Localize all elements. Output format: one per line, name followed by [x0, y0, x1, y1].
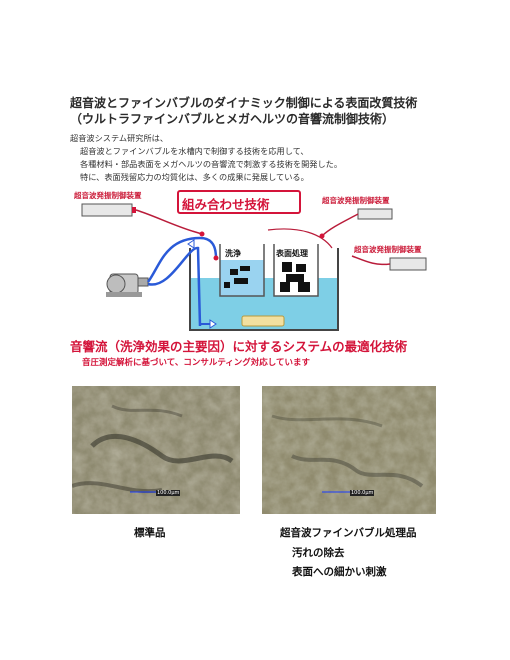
- system-diagram-svg: [81, 190, 427, 331]
- controller-left-label: 超音波発振制御装置: [74, 191, 142, 200]
- intro-line-2: 超音波とファインバブルを水槽内で制御する技術を応用して、: [80, 146, 309, 156]
- transducer-plate: [241, 315, 285, 327]
- main-tank: [189, 248, 339, 331]
- caption-treated-line-1: 汚れの除去: [292, 547, 345, 559]
- wash-tank: [219, 244, 265, 297]
- caption-treated-line-2: 表面への細かい刺激: [292, 566, 387, 578]
- diagram-subline: 音圧測定解析に基づいて、コンサルティング対応しています: [82, 358, 311, 368]
- system-diagram: 超音波発振制御装置 超音波発振制御装置 超音波発振制御装置 組み合わせ技術 洗浄…: [60, 186, 450, 378]
- hose-upper: [146, 236, 218, 283]
- scale-label-right: 100.0μm: [350, 490, 375, 496]
- intro-line-1: 超音波システム研究所は、: [70, 133, 169, 143]
- controller-top-right-box: [357, 208, 393, 220]
- surface-tank: [273, 244, 319, 297]
- controller-right-label: 超音波発振制御装置: [354, 245, 422, 254]
- cable-right: [351, 255, 391, 266]
- intro-line-4: 特に、表面残留応力の均質化は、多くの成果に発展している。: [80, 172, 309, 182]
- combo-banner: 組み合わせ技術: [182, 197, 270, 212]
- tank-surface-label: 表面処理: [276, 249, 308, 258]
- cable-top-right: [321, 213, 359, 237]
- combo-banner-box: [177, 190, 301, 214]
- controller-top-right-label: 超音波発振制御装置: [322, 196, 390, 205]
- caption-standard: 標準品: [134, 527, 166, 539]
- cable-left: [135, 209, 193, 232]
- arrow-icon: [187, 239, 195, 249]
- scale-label-left: 100.0μm: [156, 490, 181, 496]
- micrograph-standard: 100.0μm: [71, 386, 240, 514]
- tank-wash-label: 洗浄: [225, 249, 241, 258]
- diagram-headline: 音響流（洗浄効果の主要因）に対するシステムの最適化技術: [70, 339, 408, 354]
- surface-workpieces: [280, 262, 310, 292]
- controller-right-box: [389, 257, 427, 271]
- caption-treated-title: 超音波ファインバブル処理品: [280, 527, 417, 539]
- pump: [106, 273, 149, 297]
- arrow-icon: [209, 319, 217, 329]
- micrograph-treated: 100.0μm: [262, 386, 436, 514]
- page-subtitle: （ウルトラファインバブルとメガヘルツの音響流制御技術）: [70, 112, 395, 126]
- controller-left-box: [81, 203, 133, 217]
- hose-lower: [147, 246, 202, 327]
- intro-line-3: 各種材料・部品表面をメガヘルツの音響流で刺激する技術を開発した。: [80, 159, 343, 169]
- page-title: 超音波とファインバブルのダイナミック制御による表面改質技術: [70, 96, 418, 110]
- wash-workpieces: [224, 266, 250, 288]
